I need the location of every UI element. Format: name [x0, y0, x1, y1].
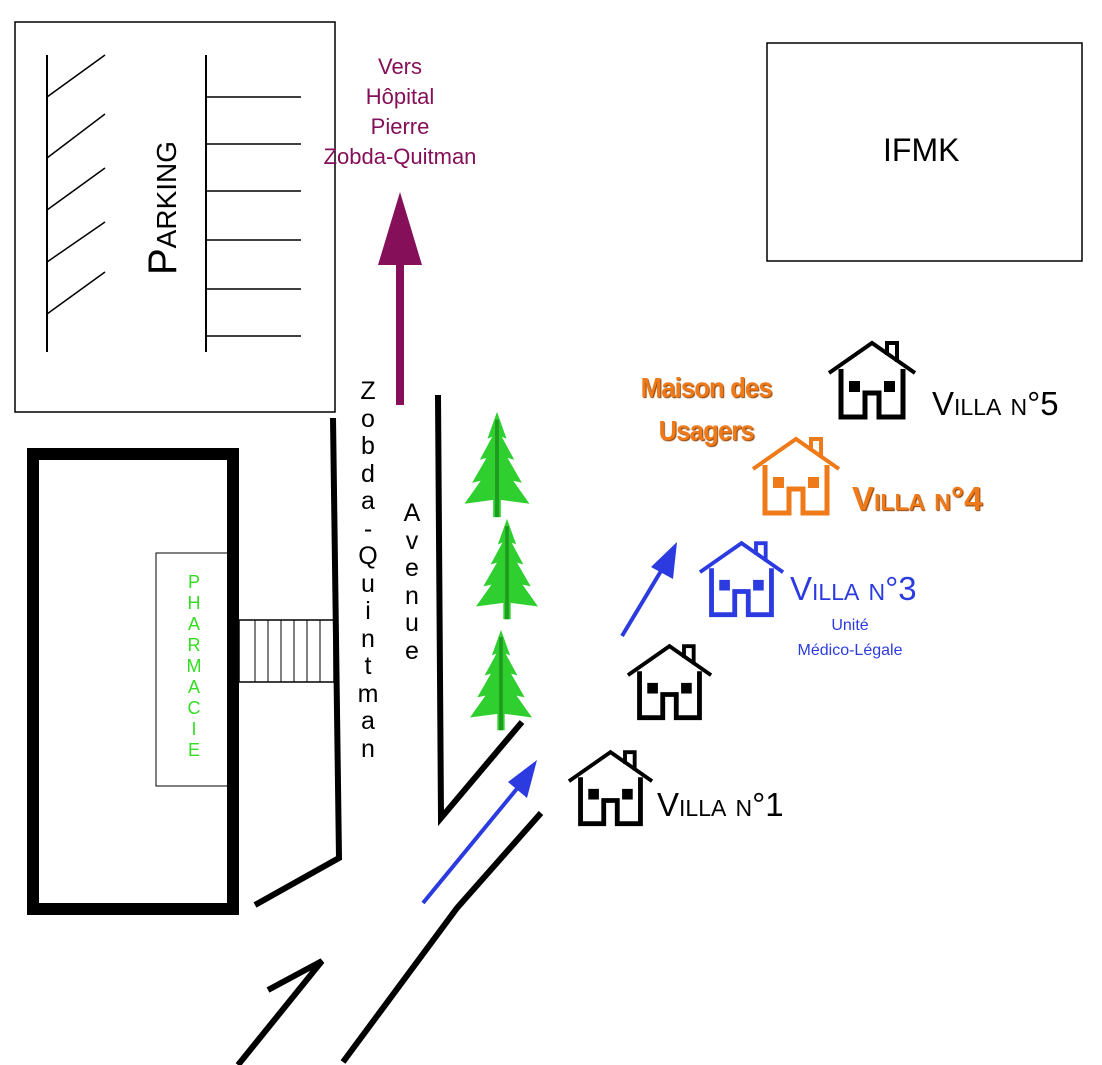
stacked-letter: Z	[360, 377, 376, 405]
stacked-letter: a	[361, 487, 375, 515]
road-lines	[235, 394, 544, 1065]
villa3-subtitle-line: Unité	[831, 617, 869, 634]
villa3-subtitle: Unité Médico-Légale	[770, 613, 930, 663]
stacked-letter: m	[357, 679, 379, 708]
ifmk-label: IFMK	[883, 132, 960, 168]
pharmacy-building	[27, 448, 335, 915]
hospital-label-line: Zobda-Quitman	[323, 144, 477, 169]
villa5-house-icon	[829, 343, 915, 417]
villa3-label: Villa n°3	[790, 570, 917, 607]
stacked-letter: e	[405, 636, 419, 665]
parking-label-text: Parking	[141, 140, 185, 275]
parking-space-line	[46, 54, 106, 98]
stacked-letter: e	[405, 554, 419, 582]
villa2-house-icon	[628, 646, 711, 718]
stacked-letter: R	[187, 635, 201, 655]
villa4-label: Villa n°4	[852, 480, 983, 517]
tree-icon	[467, 628, 535, 733]
stacked-letter: u	[361, 569, 375, 598]
stacked-letter: P	[187, 572, 200, 592]
stacked-letter: A	[403, 499, 421, 527]
hospital-label-line: Hôpital	[365, 84, 435, 109]
stacked-letter: u	[405, 609, 419, 637]
villa3-house-icon	[700, 543, 783, 615]
stacked-letter: H	[187, 593, 201, 613]
hospital-label-line: Vers	[377, 54, 423, 79]
stacked-letter: n	[405, 581, 419, 610]
stacked-letter: I	[191, 719, 197, 739]
maison-label-line: Usagers	[658, 415, 755, 446]
stacked-letter: A	[187, 677, 200, 697]
villa1-label: Villa n°1	[657, 786, 784, 823]
tree-icon	[462, 410, 532, 520]
hospital-label-line: Pierre	[370, 114, 430, 139]
stacked-letter: C	[187, 698, 201, 718]
stacked-letter: o	[361, 404, 375, 433]
parking-space-line	[46, 113, 106, 159]
path-arrow-icon	[421, 760, 537, 905]
stacked-letter: v	[405, 526, 419, 555]
stacked-letter: d	[361, 459, 375, 488]
villa3-subtitle-line: Médico-Légale	[797, 642, 903, 659]
stacked-letter: t	[364, 652, 372, 680]
hospital-arrow-icon	[378, 192, 422, 405]
ifmk-building	[766, 42, 1083, 262]
parking-space-line	[46, 167, 106, 211]
stacked-letter: -	[363, 514, 373, 543]
villa1-house-icon	[569, 752, 652, 824]
stacked-letter: i	[365, 597, 371, 625]
stacked-letter: n	[361, 624, 375, 653]
parking-space-line	[46, 221, 106, 263]
hospital-direction-label: Vers Hôpital Pierre Zobda-Quitman	[300, 52, 500, 172]
stacked-letter: b	[361, 432, 375, 460]
parking-area	[14, 21, 336, 413]
parking-space-line	[46, 271, 106, 315]
maison-des-usagers-label: Maison des Usagers	[628, 366, 784, 452]
stacked-letter: E	[187, 740, 200, 760]
tree-icon	[473, 517, 541, 622]
villa5-label: Villa n°5	[932, 385, 1059, 422]
stacked-letter: A	[187, 614, 200, 634]
stacked-letter: n	[361, 734, 375, 763]
parking-label: Parking	[137, 75, 207, 275]
stacked-letter: Q	[358, 542, 378, 570]
path-arrow-icon	[620, 542, 677, 638]
stacked-letter: M	[186, 656, 202, 676]
stacked-letter: a	[361, 707, 375, 735]
maison-label-line: Maison des	[640, 372, 773, 403]
